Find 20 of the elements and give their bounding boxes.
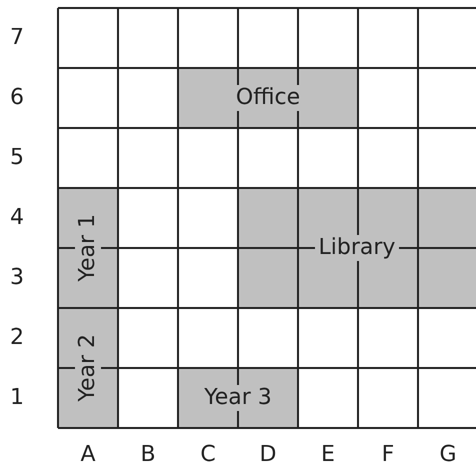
column-letter: G — [438, 442, 458, 468]
row-number: 7 — [9, 25, 25, 51]
row-number: 1 — [9, 385, 25, 411]
library-room — [238, 188, 476, 308]
office-room — [178, 68, 358, 128]
classroom — [58, 188, 118, 308]
room-label: Library — [314, 235, 400, 261]
classroom — [58, 308, 118, 428]
row-number: 4 — [9, 205, 25, 231]
classroom — [178, 368, 298, 428]
column-letter: F — [380, 442, 396, 468]
row-number: 2 — [9, 325, 25, 351]
column-letter: A — [79, 442, 97, 468]
row-number: 6 — [9, 85, 25, 111]
row-number: 5 — [9, 145, 25, 171]
row-number: 3 — [9, 265, 25, 291]
column-letter: B — [139, 442, 157, 468]
column-letter: D — [258, 442, 278, 468]
column-letter: C — [199, 442, 217, 468]
column-letter: E — [320, 442, 336, 468]
